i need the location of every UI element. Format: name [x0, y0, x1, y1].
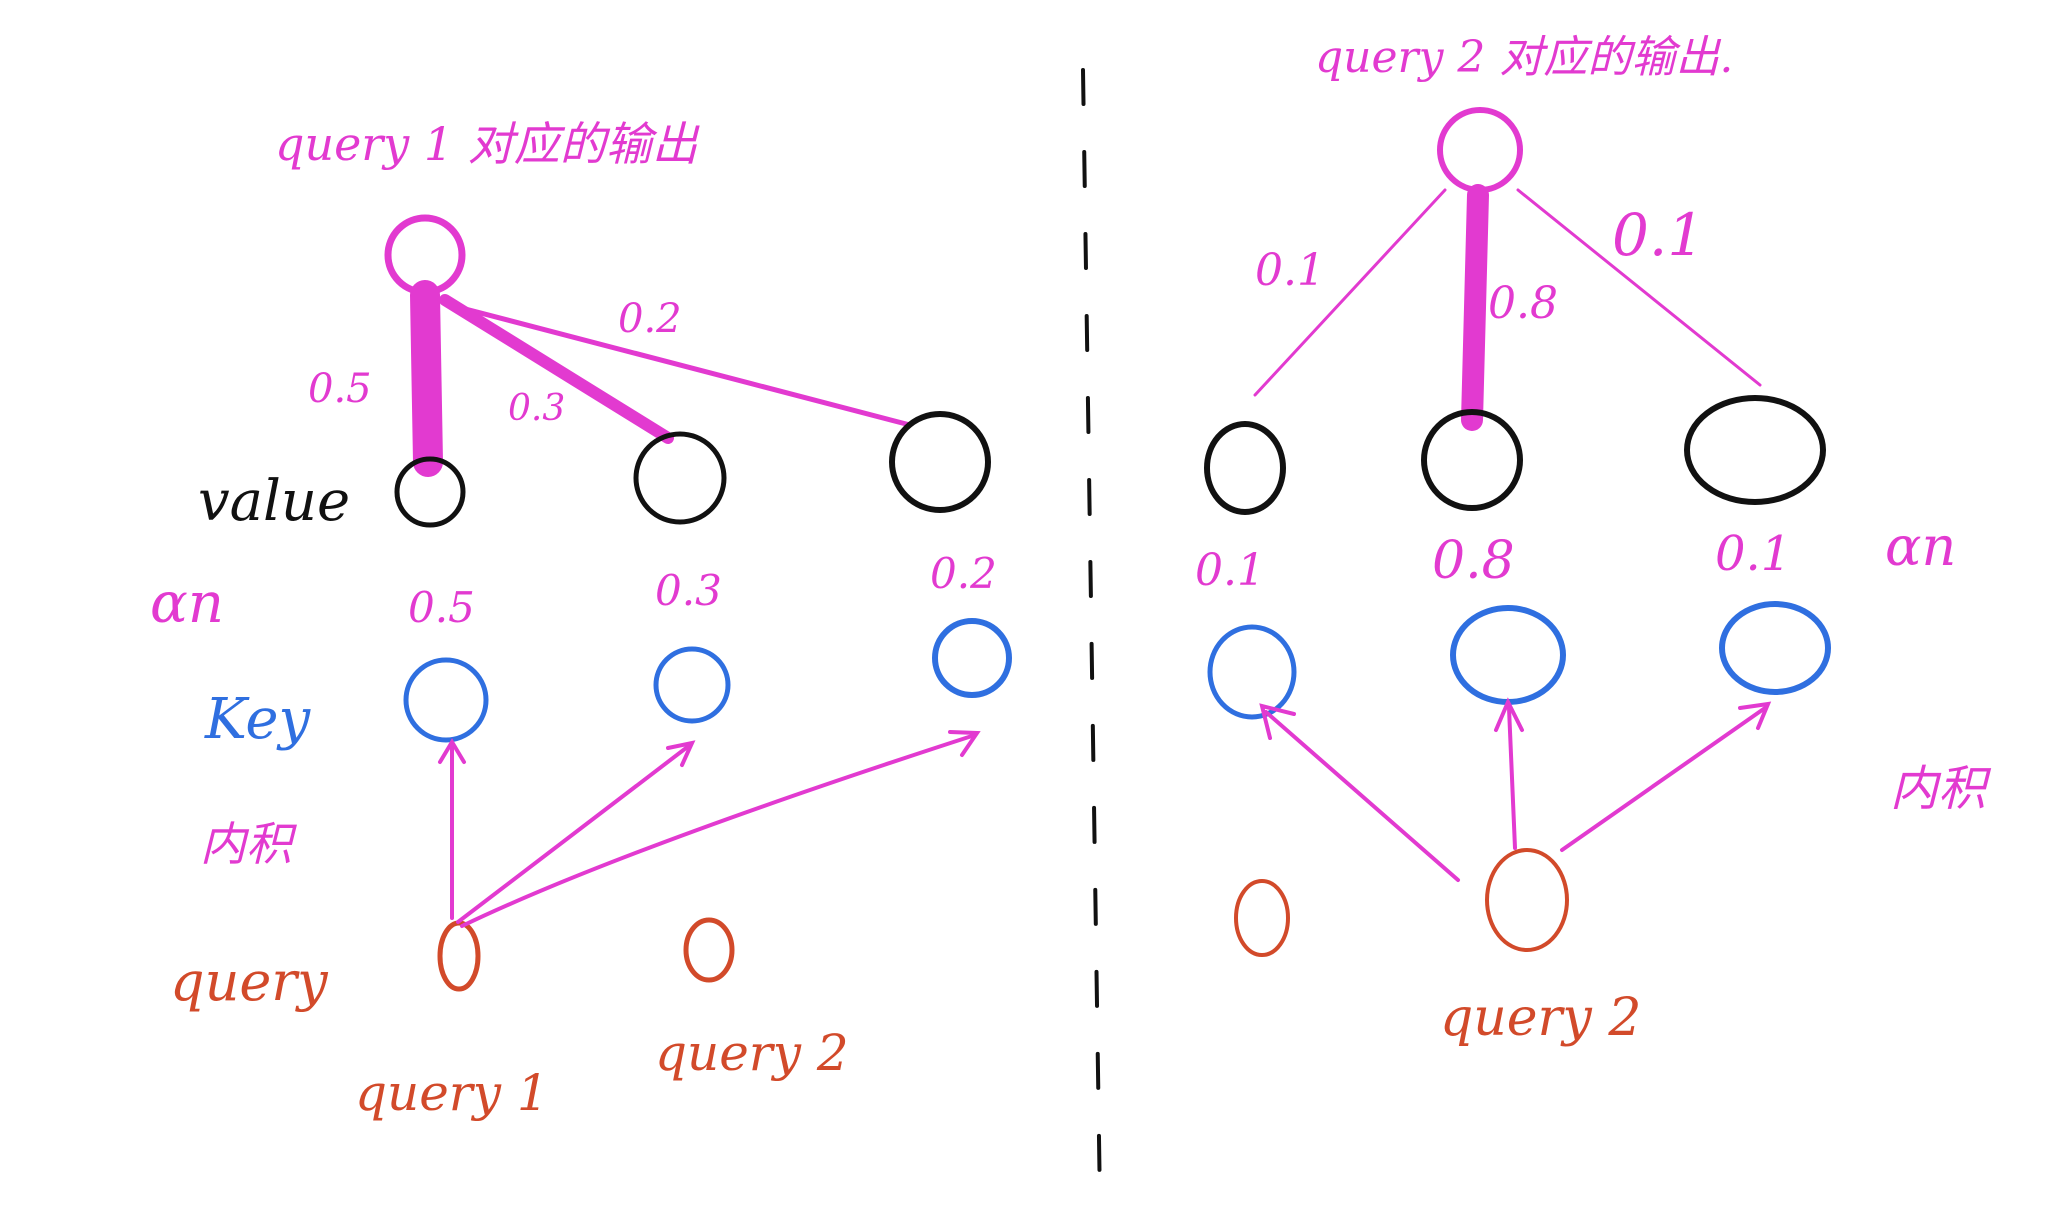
- right-key-node-2: [1450, 605, 1566, 705]
- left-query-node-1: [437, 920, 481, 992]
- right-key-node-1: [1207, 624, 1297, 720]
- right-output-node: [1437, 107, 1523, 193]
- right-inner-product-arrows: [1259, 697, 1772, 882]
- left-edge-weight-1: 0.5: [308, 366, 372, 412]
- left-value-node-1: [394, 456, 466, 528]
- right-query-node-1: [1234, 879, 1290, 957]
- right-alpha-label: αn: [1885, 515, 1956, 578]
- right-value-node-2: [1421, 409, 1523, 511]
- left-alpha-1: 0.5: [408, 583, 475, 632]
- left-value-node-2: [633, 431, 727, 525]
- left-edge-weight-2: 0.3: [508, 388, 565, 429]
- left-alpha-2: 0.3: [655, 566, 722, 615]
- left-edge-value-1: [410, 280, 443, 477]
- right-alpha-1: 0.1: [1195, 545, 1265, 596]
- right-inner-product-label: 内积: [1890, 761, 1992, 817]
- left-row-label-value: value: [198, 469, 350, 534]
- right-query-node-2: [1485, 848, 1569, 952]
- left-row-label-query: query: [170, 950, 329, 1013]
- left-row-label-inner-product: 内积: [200, 817, 297, 871]
- left-edge-value-3: [447, 302, 913, 428]
- left-key-node-1: [403, 657, 489, 743]
- left-query-name-2: query 2: [655, 1024, 849, 1082]
- right-value-node-1: [1204, 421, 1286, 515]
- left-inner-product-arrows: [438, 730, 981, 928]
- right-edge-value-3: [1516, 188, 1762, 387]
- right-edge-weight-2: 0.8: [1488, 278, 1558, 329]
- left-alpha-3: 0.2: [930, 549, 997, 598]
- left-edge-value-2: [439, 294, 674, 444]
- right-edge-weight-3: 0.1: [1612, 201, 1704, 269]
- left-output-title: query 1 对应的输出: [275, 117, 700, 171]
- left-row-label-alpha: αn: [150, 571, 224, 636]
- right-key-node-3: [1719, 601, 1831, 695]
- right-output-title: query 2 对应的输出.: [1315, 32, 1733, 83]
- right-value-node-3: [1684, 395, 1826, 505]
- right-query-name: query 2: [1440, 988, 1641, 1048]
- left-query-node-2: [683, 917, 735, 983]
- right-edge-value-2: [1461, 184, 1489, 431]
- right-edge-weight-1: 0.1: [1255, 245, 1325, 296]
- left-edge-weight-3: 0.2: [618, 296, 682, 342]
- right-alpha-3: 0.1: [1715, 526, 1791, 582]
- right-alpha-2: 0.8: [1432, 531, 1515, 591]
- left-key-node-3: [932, 618, 1012, 698]
- right-edge-value-1: [1253, 188, 1447, 397]
- left-row-label-key: Key: [204, 687, 311, 752]
- panel-divider: [1081, 68, 1102, 1207]
- left-key-node-2: [653, 646, 731, 724]
- left-query-name-1: query 1: [355, 1064, 549, 1122]
- left-value-node-3: [889, 411, 991, 513]
